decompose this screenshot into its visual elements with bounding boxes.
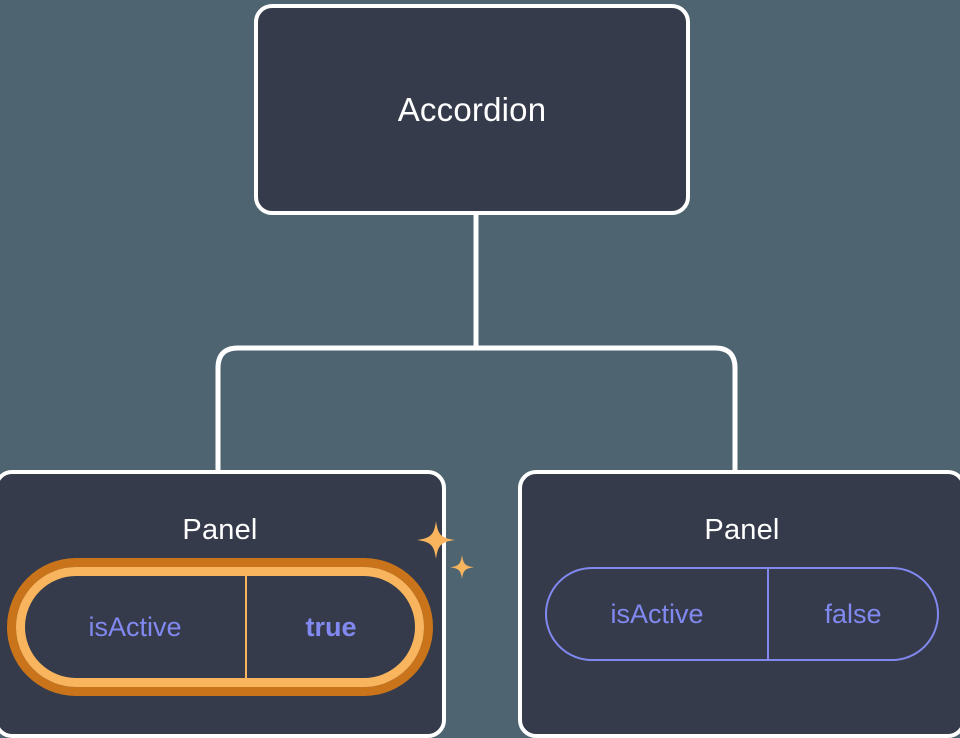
connector-branch [215,345,738,470]
node-title: Panel [704,514,780,546]
node-accordion[interactable]: Accordion [254,4,690,215]
prop-pill-isactive-true[interactable]: isActive true [16,567,424,687]
prop-name: isActive [88,611,182,642]
prop-pill-wrapper: isActive true [16,521,474,687]
prop-value: false [767,569,937,659]
prop-pill-wrapper: isActive false [545,567,939,661]
node-panel-inactive[interactable]: Panel isActive false [518,470,960,738]
node-title: Accordion [397,91,547,128]
prop-name: isActive [610,598,704,629]
node-panel-active[interactable]: Panel isActive true [0,470,474,738]
prop-pill-isactive-false[interactable]: isActive false [545,567,939,661]
node-title: Panel [182,514,258,546]
prop-value: true [245,576,415,678]
